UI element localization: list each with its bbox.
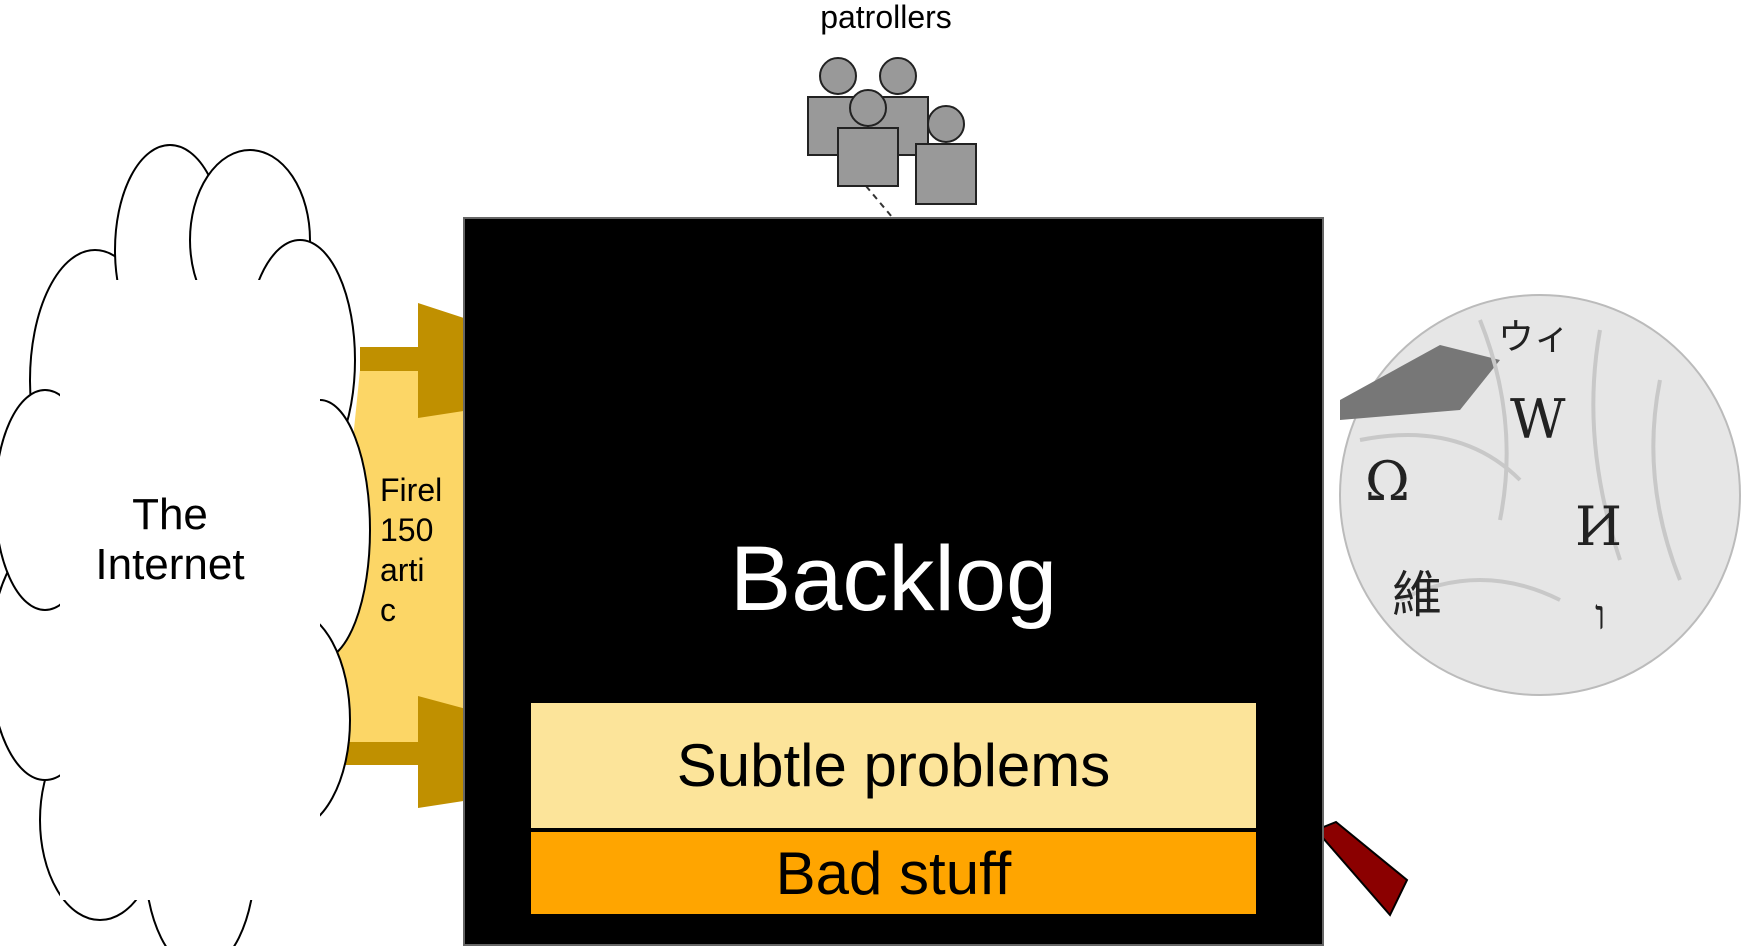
bad-stuff-box: Bad stuff <box>531 832 1256 914</box>
globe-glyph: 維 <box>1392 566 1442 624</box>
internet-cloud <box>0 144 371 946</box>
backlog-title: Backlog <box>729 528 1058 630</box>
globe-glyph: Ω <box>1365 450 1410 513</box>
patroller-connector <box>865 185 893 218</box>
patrollers-icon <box>807 57 977 205</box>
globe-glyph: И <box>1575 495 1623 558</box>
patrollers-label: patrollers <box>820 0 952 35</box>
bad-stuff-tag <box>1314 820 1409 917</box>
wikipedia-globe-icon <box>1339 294 1741 696</box>
globe-glyph: ו <box>1595 590 1606 639</box>
upper-arrow <box>360 303 470 418</box>
subtle-problems-box: Subtle problems <box>531 703 1256 830</box>
globe-glyph: W <box>1510 388 1566 451</box>
backlog-box: Backlog Subtle problems Bad stuff <box>463 217 1324 946</box>
internet-label: The Internet <box>95 490 245 589</box>
bad-stuff-label: Bad stuff <box>775 839 1012 907</box>
subtle-problems-label: Subtle problems <box>676 732 1111 799</box>
firehose-label: Firel 150 arti c <box>380 472 443 628</box>
globe-glyph: ウィ <box>1498 317 1571 358</box>
